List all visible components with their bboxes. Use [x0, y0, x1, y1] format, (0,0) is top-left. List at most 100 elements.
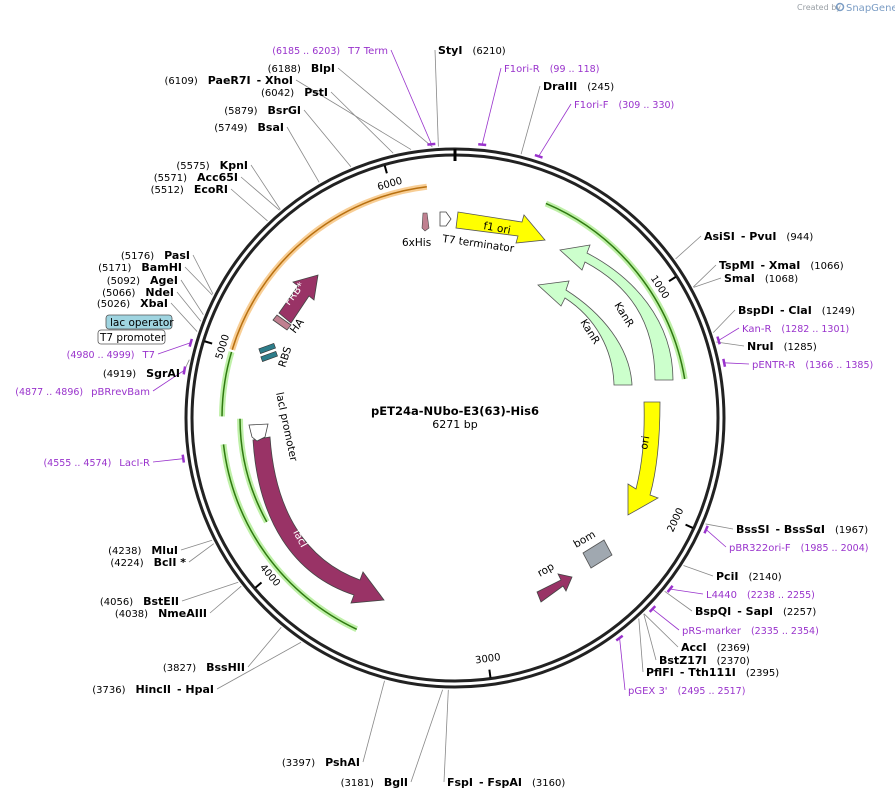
tick-mark-5000 [204, 340, 213, 345]
enzyme-label[interactable]: BssSI- BssSαI(1967) [736, 523, 868, 536]
primer-label[interactable]: (4980 .. 4999)T7 [67, 350, 155, 361]
primer-label[interactable]: (4877 .. 4896)pBRrevBam [15, 387, 150, 398]
enzyme-label[interactable]: (3397)PshAI [282, 756, 360, 769]
tick-mark-4000 [254, 581, 263, 589]
t7-promoter-label: T7 promoter [99, 332, 166, 344]
laci-promoter-arrow[interactable] [248, 423, 269, 442]
lac-operator-box[interactable] [105, 314, 173, 330]
primer-label[interactable]: (6185 .. 6203)T7 Term [272, 46, 388, 57]
enzyme-label[interactable]: (6042)PstI [261, 86, 328, 99]
enzyme-label[interactable]: (6109)PaeR7I- XhoI [165, 74, 294, 87]
enzyme-label[interactable]: BspQI- SapI(2257) [695, 605, 816, 618]
primer-marks [152, 49, 750, 691]
primer-mark [534, 153, 543, 159]
primer-mark [182, 366, 187, 375]
rbs-block-1[interactable] [258, 342, 276, 354]
green-arc-3 [239, 418, 268, 523]
enzyme-leader-line [209, 585, 242, 614]
orange-arc [231, 185, 427, 350]
tick-label-2000: 2000 [666, 506, 687, 534]
enzyme-label[interactable]: (4919)SgrAI [103, 367, 180, 380]
laci-arrow[interactable] [252, 436, 385, 604]
kanr-inner-arrow[interactable] [537, 280, 633, 386]
enzyme-label[interactable]: TspMI- XmaI(1066) [719, 259, 844, 272]
enzyme-leader-line [683, 565, 714, 577]
enzyme-label[interactable]: (3827)BssHII [163, 661, 245, 674]
enzyme-label[interactable]: (5575)KpnI [176, 159, 248, 172]
enzyme-label[interactable]: (3736)HincII- HpaI [92, 683, 214, 696]
orange-arc-glow [229, 183, 428, 351]
enzyme-label[interactable]: FspI- FspAI(3160) [447, 776, 565, 789]
primer-leader-line [538, 103, 572, 157]
ha-tag[interactable] [272, 314, 292, 331]
primer-mark [188, 338, 194, 347]
enzyme-label[interactable]: (4056)BstEII [100, 595, 179, 608]
enzyme-label[interactable]: (4224)BclI * [110, 556, 186, 569]
enzyme-label[interactable]: (6188)BlpI [268, 62, 335, 75]
primer-label[interactable]: pENTR-R(1366 .. 1385) [752, 360, 873, 371]
enzyme-label[interactable]: StyI(6210) [438, 44, 506, 57]
primer-label[interactable]: L4440(2238 .. 2255) [706, 590, 815, 601]
enzyme-label[interactable]: (5176)PasI [121, 249, 190, 262]
t7-terminator-label: T7 terminator [441, 233, 516, 255]
enzyme-label[interactable]: (5749)BsaI [214, 121, 284, 134]
enzyme-label[interactable]: (5879)BsrGI [224, 104, 301, 117]
enzyme-label[interactable]: (5171)BamHI [98, 261, 182, 274]
enzyme-leader-line [180, 539, 213, 551]
primer-leader-line [718, 327, 740, 341]
rop-arrow[interactable] [536, 573, 573, 603]
enzyme-label[interactable]: BstZ17I(2370) [659, 654, 750, 667]
primer-label[interactable]: F1ori-F(309 .. 330) [574, 100, 674, 111]
enzyme-label[interactable]: SmaI(1068) [724, 272, 798, 285]
enzyme-label[interactable]: (5571)Acc65I [154, 171, 238, 184]
enzyme-label[interactable]: (5092)AgeI [107, 274, 178, 287]
rbs-block-2[interactable] [260, 350, 278, 362]
enzyme-label[interactable]: NruI(1285) [747, 340, 817, 353]
primer-label[interactable]: pBR322ori-F(1985 .. 2004) [729, 543, 868, 554]
plasmid-name: pET24a-NUbo-E3(63)-His6 [371, 404, 539, 418]
leader-lines [170, 49, 745, 783]
his6-label: 6xHis [402, 237, 431, 249]
bom-box[interactable] [582, 539, 613, 569]
primer-mark [427, 142, 436, 146]
enzyme-leader-line [643, 613, 657, 661]
enzyme-leader-line [170, 302, 198, 332]
primer-label[interactable]: (4555 .. 4574)LacI-R [43, 458, 150, 469]
enzyme-leader-line [181, 581, 239, 602]
kanr-outer-arrow[interactable] [559, 244, 674, 381]
snapgene-logo-icon [835, 2, 845, 12]
enzyme-label[interactable]: (5512)EcoRI [151, 183, 228, 196]
enzyme-labels: StyI(6210) DraIII(245) (6188)BlpI(6109)Pae… [92, 44, 868, 789]
primer-label[interactable]: Kan-R(1282 .. 1301) [742, 324, 849, 335]
his6-tag[interactable] [421, 212, 430, 232]
enzyme-label[interactable]: PciI(2140) [716, 570, 782, 583]
enzyme-leader-line [712, 309, 736, 333]
enzyme-label[interactable]: (3181)BglI [341, 776, 408, 789]
tick-mark-2000 [685, 523, 694, 529]
frb-arrow[interactable] [278, 274, 319, 324]
brand-text: SnapGene [846, 3, 895, 14]
primer-label[interactable]: pGEX 3'(2495 .. 2517) [628, 686, 745, 697]
primer-mark [722, 358, 727, 368]
enzyme-label[interactable]: (4038)NmeAIII [115, 607, 207, 620]
enzyme-label[interactable]: (4238)MluI [108, 544, 178, 557]
f1ori-arrow[interactable] [455, 211, 546, 244]
enzyme-label[interactable]: AsiSI- PvuI(944) [704, 230, 813, 243]
enzyme-label[interactable]: BspDI- ClaI(1249) [738, 304, 855, 317]
primer-label[interactable]: pRS-marker(2335 .. 2354) [682, 626, 819, 637]
enzyme-label[interactable]: AccI(2369) [681, 641, 750, 654]
enzyme-leader-line [188, 543, 214, 563]
enzyme-leader-line [675, 235, 702, 260]
primer-label[interactable]: F1ori-R(99 .. 118) [504, 64, 599, 75]
enzyme-label[interactable]: PflFI- Tth111I(2395) [646, 666, 779, 679]
ori-arrow[interactable] [627, 401, 661, 516]
t7-terminator-arrow[interactable] [439, 211, 452, 227]
enzyme-label[interactable]: DraIII(245) [543, 80, 614, 93]
enzyme-leader-line [337, 67, 433, 148]
t7-promoter-box[interactable] [97, 329, 166, 345]
enzyme-label[interactable]: (5066)NdeI [102, 286, 174, 299]
enzyme-label[interactable]: (5026)XbaI [97, 297, 168, 310]
enzyme-leader-line [247, 627, 282, 668]
primer-leader-line [619, 638, 626, 691]
